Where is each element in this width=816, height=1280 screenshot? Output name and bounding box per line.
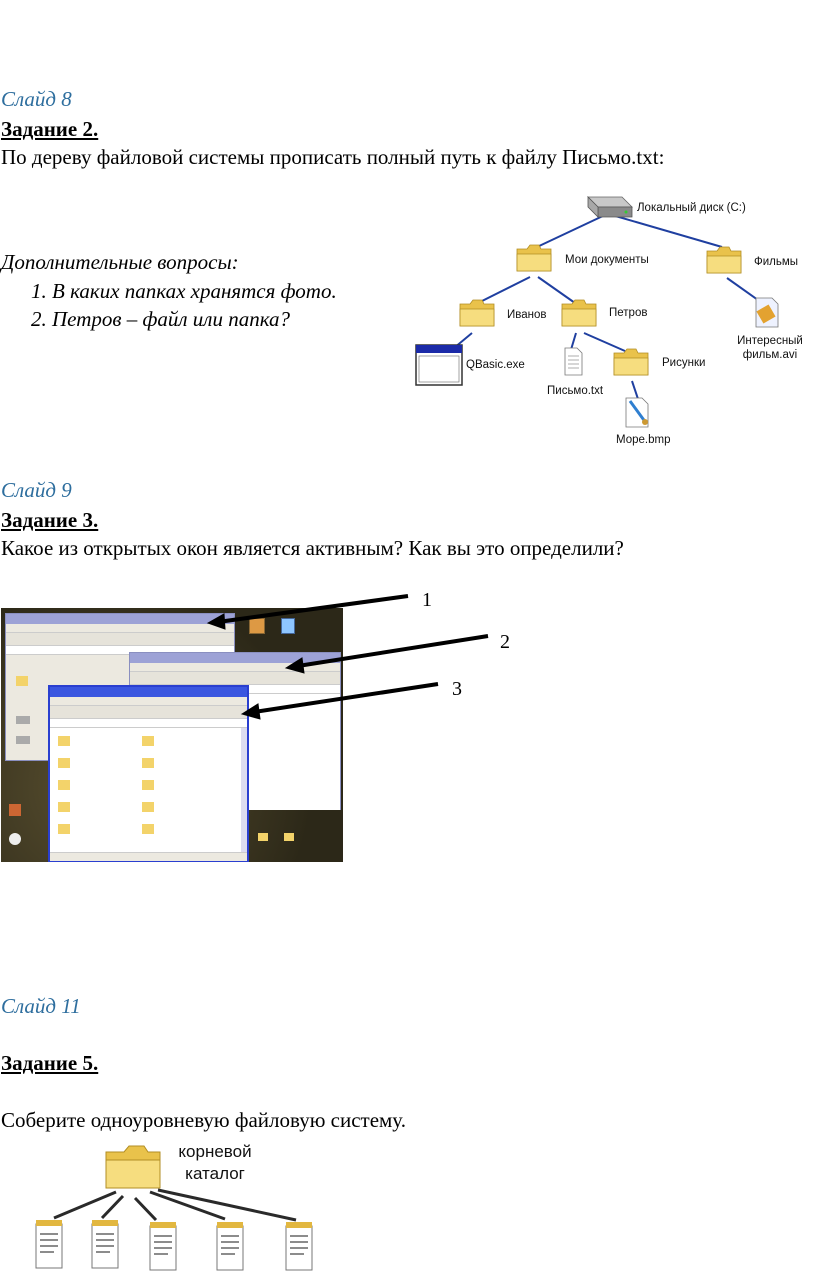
- desktop-screenshot: [1, 608, 343, 862]
- arrow-label-2: 2: [500, 631, 510, 653]
- scrollbar[interactable]: [241, 728, 247, 852]
- folder-icon: [561, 299, 597, 327]
- file-icon: [216, 1222, 244, 1271]
- tree-label-petrov: Петров: [609, 307, 648, 319]
- window-content: [50, 728, 247, 852]
- question-1: 1. В каких папках хранятся фото.: [31, 279, 337, 303]
- window-menubar: [50, 697, 247, 706]
- text-file-icon: [564, 347, 583, 376]
- folder-icon: [706, 246, 742, 274]
- pointer-arrows: [206, 594, 489, 720]
- folder-icon: [516, 244, 552, 272]
- slide9-task-text: Какое из открытых окон является активным…: [1, 536, 624, 560]
- slide11-task-text: Соберите одноуровневую файловую систему.: [1, 1108, 406, 1132]
- folder-icon[interactable]: [58, 758, 70, 768]
- root-catalog-line2: каталог: [185, 1164, 245, 1183]
- folder-icon[interactable]: [16, 676, 28, 686]
- folder-icon[interactable]: [258, 833, 268, 841]
- folder-icon[interactable]: [142, 736, 154, 746]
- slide8-task-title: Задание 2.: [1, 117, 99, 141]
- tree-label-qbasic: QBasic.exe: [466, 359, 525, 371]
- tree-label-films: Фильмы: [754, 256, 799, 268]
- drive-icon[interactable]: [16, 716, 30, 724]
- file-icon: [91, 1220, 119, 1269]
- tree-label-my-documents: Мои документы: [565, 254, 649, 266]
- single-level-diagram: [35, 1145, 313, 1271]
- folder-icon[interactable]: [142, 758, 154, 768]
- tree-label-movie-file: Интересный фильм.avi: [730, 334, 810, 362]
- window-statusbar: [50, 852, 247, 861]
- drive-icon[interactable]: [16, 736, 30, 744]
- window-address-bar[interactable]: [6, 646, 234, 655]
- extra-questions-title: Дополнительные вопросы:: [1, 250, 239, 274]
- diagram-lines: [53, 1188, 297, 1222]
- arrow-2: [297, 634, 489, 668]
- arrow-2-head: [284, 657, 305, 674]
- movie-file-name-line1: Интересный: [737, 335, 803, 347]
- movie-file-name-line2: фильм.avi: [742, 349, 798, 361]
- folder-icon[interactable]: [284, 833, 294, 841]
- tree-label-letter: Письмо.txt: [547, 385, 604, 397]
- tree-label-sea: Море.bmp: [616, 434, 671, 446]
- root-folder-icon: [105, 1145, 161, 1189]
- window-active[interactable]: [48, 685, 249, 862]
- tree-lines: [447, 214, 766, 400]
- recycle-bin-icon[interactable]: [281, 618, 295, 634]
- folder-icon[interactable]: [58, 802, 70, 812]
- folder-icon[interactable]: [58, 824, 70, 834]
- desktop-icon[interactable]: [9, 804, 21, 816]
- arrow-label-3: 3: [452, 678, 462, 700]
- arrow-1: [217, 594, 409, 624]
- slide8-heading: Слайд 8: [1, 87, 72, 111]
- folder-icon[interactable]: [142, 824, 154, 834]
- file-icon: [35, 1220, 63, 1269]
- file-icon: [285, 1222, 313, 1271]
- folder-icon[interactable]: [58, 736, 70, 746]
- arrow-3: [253, 682, 439, 714]
- arrow-1-head: [206, 613, 226, 630]
- slide11-heading: Слайд 11: [1, 994, 81, 1018]
- question-2: 2. Петров – файл или папка?: [31, 307, 291, 331]
- tree-label-pictures: Рисунки: [662, 357, 706, 369]
- folder-icon: [459, 299, 495, 327]
- window-titlebar[interactable]: [6, 614, 234, 624]
- folder-icon[interactable]: [142, 780, 154, 790]
- window-menubar: [6, 624, 234, 633]
- slide8-task-text: По дереву файловой системы прописать пол…: [1, 145, 665, 169]
- slide9-task-title: Задание 3.: [1, 508, 99, 532]
- window-toolbar: [50, 706, 247, 719]
- paint-file-icon: [625, 397, 649, 428]
- window-titlebar-active[interactable]: [50, 687, 247, 697]
- window-address-bar[interactable]: [50, 719, 247, 728]
- tree-label-root: Локальный диск (C:): [637, 202, 746, 214]
- desktop-icon[interactable]: [9, 833, 21, 845]
- video-file-icon: [755, 297, 779, 328]
- file-tree-diagram: [415, 196, 779, 428]
- arrow-3-head: [240, 703, 261, 720]
- folder-icon[interactable]: [58, 780, 70, 790]
- slide9-heading: Слайд 9: [1, 478, 72, 502]
- window-toolbar: [6, 633, 234, 646]
- root-catalog-label: корневой каталог: [160, 1141, 270, 1185]
- application-window-icon: [415, 344, 463, 386]
- folder-icon[interactable]: [142, 802, 154, 812]
- window-menubar: [130, 663, 340, 672]
- window-titlebar[interactable]: [130, 653, 340, 663]
- arrow-label-1: 1: [422, 589, 432, 611]
- root-catalog-line1: корневой: [178, 1142, 252, 1161]
- tree-label-ivanov: Иванов: [507, 309, 547, 321]
- window-toolbar: [130, 672, 340, 685]
- hard-drive-icon: [587, 196, 633, 218]
- slide11-task-title: Задание 5.: [1, 1051, 99, 1075]
- folder-icon: [613, 348, 649, 376]
- file-icon: [149, 1222, 177, 1271]
